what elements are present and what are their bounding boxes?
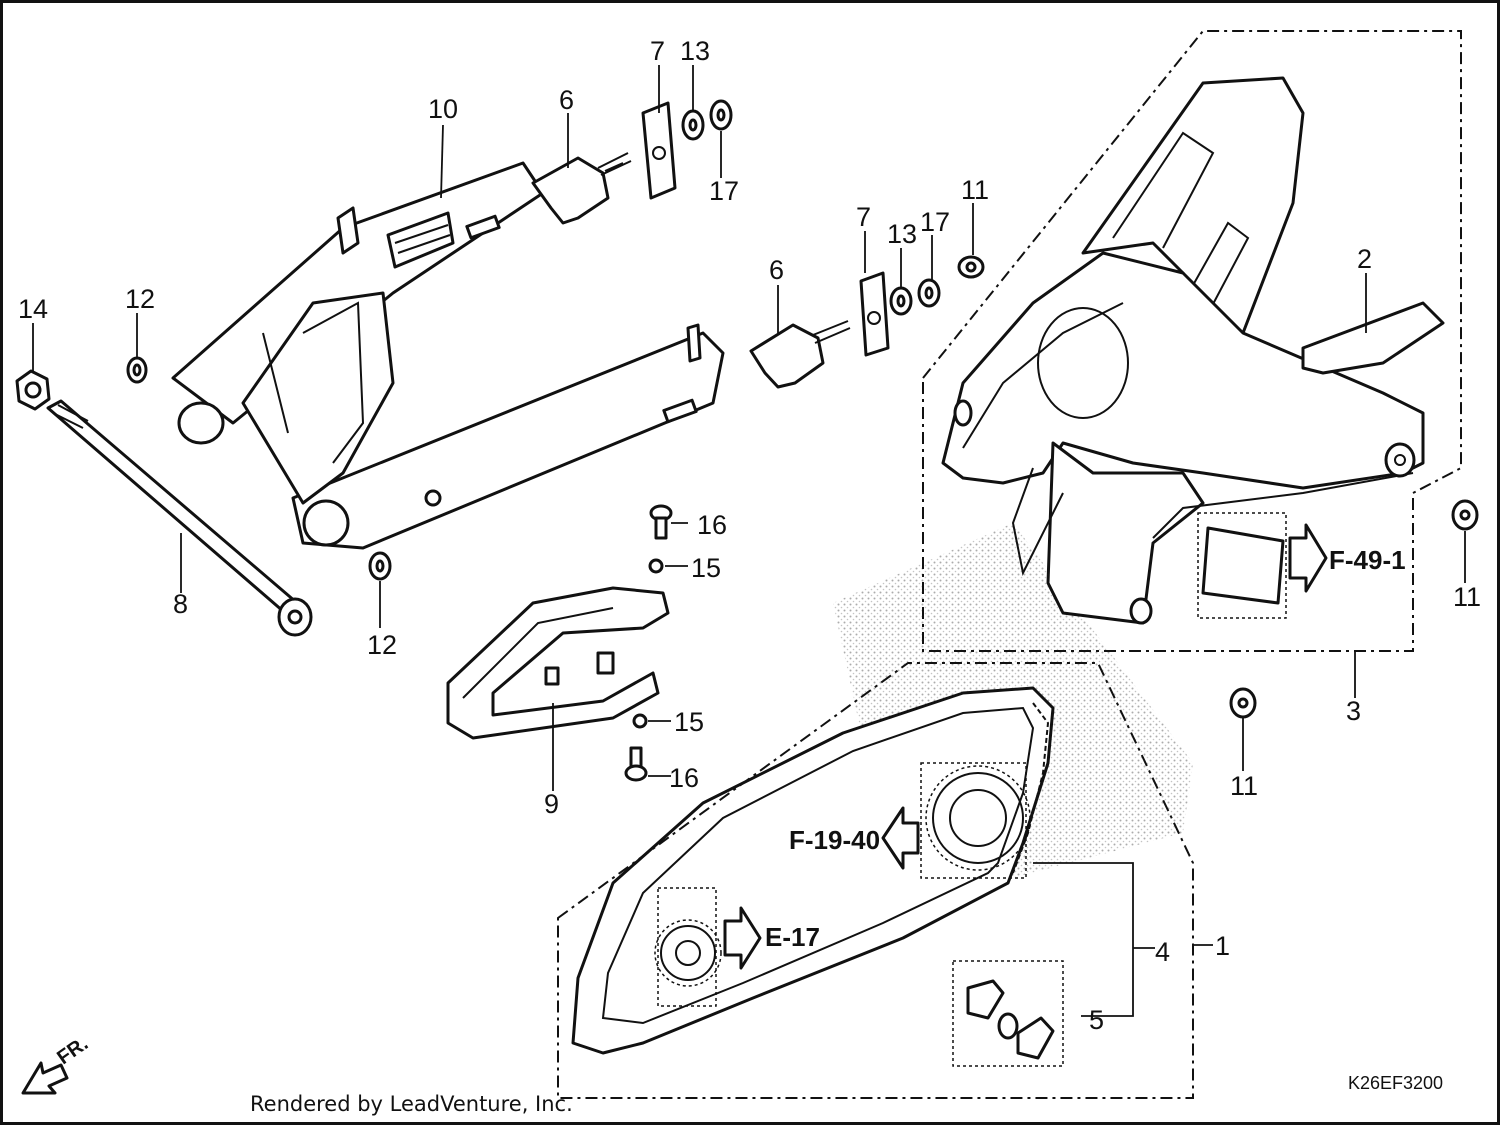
callout-11-top: 11 xyxy=(961,175,989,205)
callout-3: 3 xyxy=(1346,696,1361,726)
reference-box xyxy=(1197,512,1287,619)
callout-7-lower: 7 xyxy=(856,202,871,232)
washer-part[interactable] xyxy=(648,558,664,574)
bolt-part[interactable] xyxy=(649,504,673,540)
front-sprocket xyxy=(654,887,722,1007)
master-link-part[interactable] xyxy=(952,960,1064,1067)
reference-label-plate xyxy=(1201,526,1285,605)
callout-6-upper: 6 xyxy=(559,85,574,115)
nut-part[interactable] xyxy=(917,278,941,308)
callout-11-bottom: 11 xyxy=(1230,771,1258,801)
rear-sprocket xyxy=(920,762,1031,879)
drawing-code: K26EF3200 xyxy=(1348,1073,1444,1093)
callout-labels: 1 2 3 4 5 6 6 7 7 8 9 10 11 11 11 12 12 … xyxy=(18,36,1481,1035)
fender-group-outline xyxy=(922,30,1462,652)
callout-8: 8 xyxy=(173,589,188,619)
callout-4: 4 xyxy=(1155,937,1170,967)
callout-12-upper: 12 xyxy=(125,284,155,314)
washer-part[interactable] xyxy=(126,356,148,384)
nut-part[interactable] xyxy=(15,369,51,411)
leader-lines xyxy=(32,65,1466,1017)
nut-part[interactable] xyxy=(681,109,705,141)
callout-16-upper: 16 xyxy=(697,510,727,540)
chain-adjuster-part[interactable] xyxy=(749,320,851,389)
nut-part[interactable] xyxy=(709,99,733,131)
callout-10: 10 xyxy=(428,94,458,124)
reference-f-19-40[interactable]: F-19-40 xyxy=(789,825,880,855)
callout-7-upper: 7 xyxy=(650,36,665,66)
callout-17-lower: 17 xyxy=(920,207,950,237)
callout-9: 9 xyxy=(544,789,559,819)
callout-14: 14 xyxy=(18,294,48,324)
reference-arrow xyxy=(1288,523,1328,593)
chain-group-outline xyxy=(557,662,1194,1099)
callout-5: 5 xyxy=(1089,1005,1104,1035)
callout-6-lower: 6 xyxy=(769,255,784,285)
chain-slider-part[interactable] xyxy=(446,586,670,740)
reference-f-49-1[interactable]: F-49-1 xyxy=(1329,545,1406,575)
callout-11-right: 11 xyxy=(1453,582,1481,612)
callout-13-lower: 13 xyxy=(887,219,917,249)
bolt-part[interactable] xyxy=(1451,499,1479,531)
bolt-part[interactable] xyxy=(624,746,648,782)
reference-e-17[interactable]: E-17 xyxy=(765,922,820,952)
callout-13-upper: 13 xyxy=(680,36,710,66)
swingarm-part[interactable] xyxy=(171,161,725,550)
nut-part[interactable] xyxy=(889,286,913,316)
reference-arrow xyxy=(723,906,762,970)
chain-adjuster-part[interactable] xyxy=(531,152,632,225)
callout-12-lower: 12 xyxy=(367,630,397,660)
callout-1: 1 xyxy=(1215,931,1230,961)
callout-2: 2 xyxy=(1357,244,1372,274)
footer-credit: Rendered by LeadVenture, Inc. xyxy=(250,1092,573,1116)
adjuster-plate-part[interactable] xyxy=(641,101,677,200)
drive-chain-part[interactable] xyxy=(571,686,1055,1055)
pivot-bolt-part[interactable] xyxy=(46,399,313,637)
front-marker-label: FR. xyxy=(53,1033,92,1070)
callout-16-lower: 16 xyxy=(669,763,699,793)
bolt-part[interactable] xyxy=(1229,687,1257,719)
callout-15-lower: 15 xyxy=(674,707,704,737)
washer-part[interactable] xyxy=(632,713,648,729)
reference-arrow xyxy=(881,806,920,870)
callout-17-upper: 17 xyxy=(709,176,739,206)
bolt-part[interactable] xyxy=(957,255,985,279)
washer-part[interactable] xyxy=(368,551,392,581)
diagram-canvas: 1 2 3 4 5 6 6 7 7 8 9 10 11 11 11 12 12 … xyxy=(15,30,1481,1099)
adjuster-plate-part[interactable] xyxy=(859,271,890,357)
rear-fender-part[interactable] xyxy=(941,76,1445,625)
front-direction-marker xyxy=(21,1061,69,1095)
callout-15-upper: 15 xyxy=(691,553,721,583)
